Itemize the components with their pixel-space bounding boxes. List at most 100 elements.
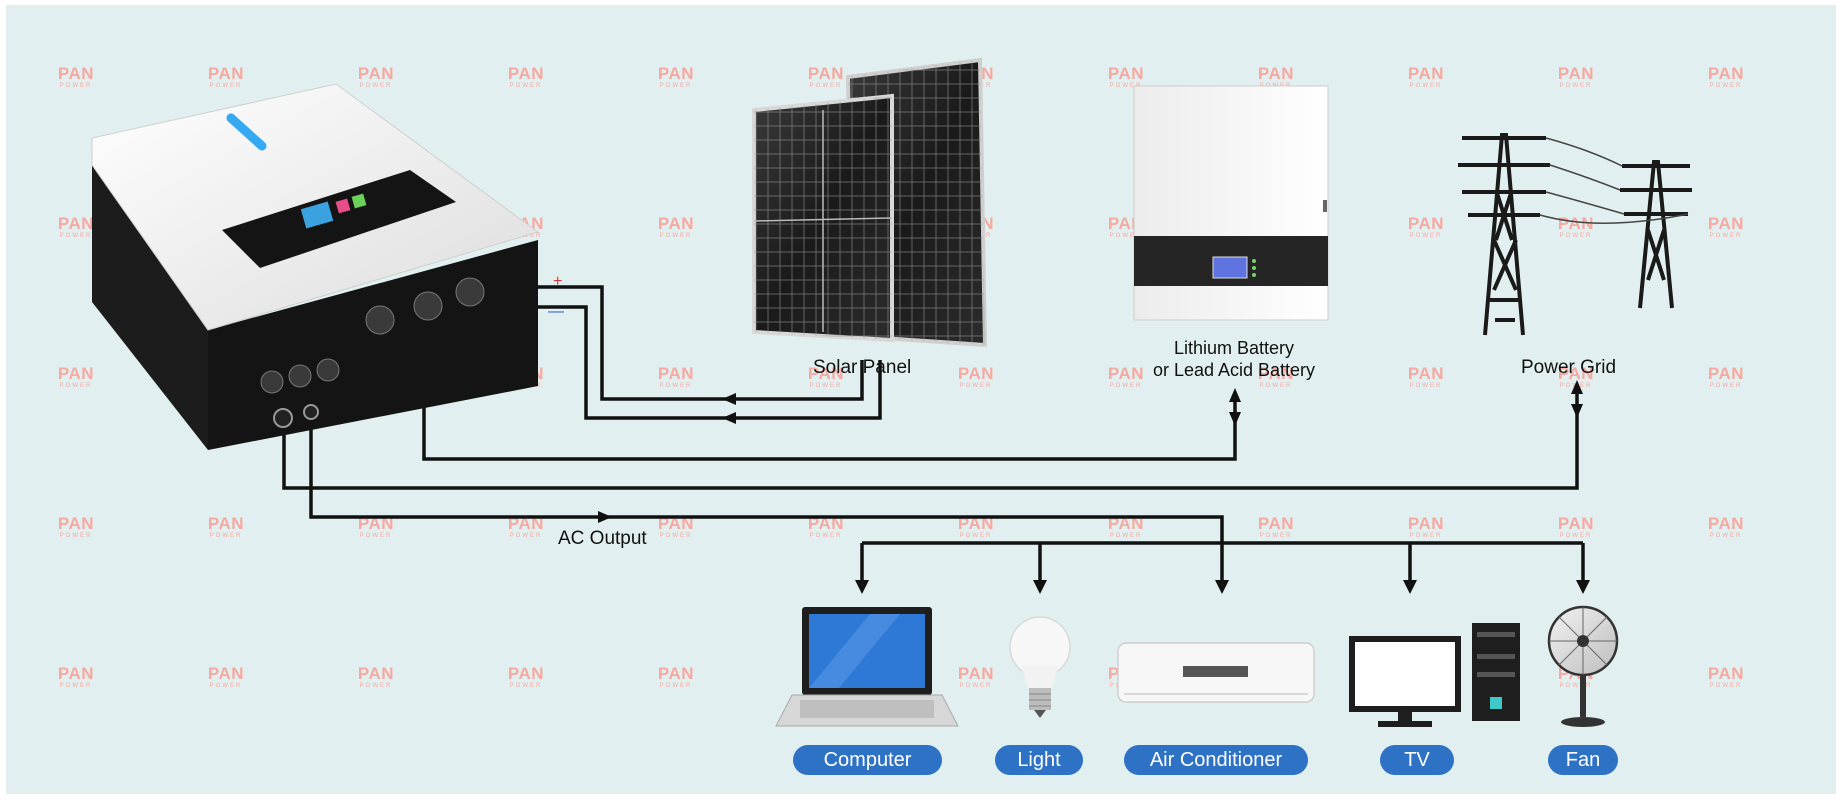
computer-pill-label: Computer <box>823 749 912 771</box>
watermark-brand: PAN <box>57 364 95 383</box>
inverter-icon <box>91 83 540 450</box>
grid-wire <box>282 392 1579 490</box>
watermark-brand: PAN <box>1707 364 1745 383</box>
watermark-brand: PAN <box>1107 514 1145 533</box>
watermark-sub: POWER <box>1109 83 1143 89</box>
watermark-sub: POWER <box>959 383 993 389</box>
light-icon <box>1009 616 1071 718</box>
watermark-brand: PAN <box>1707 64 1745 83</box>
watermark-sub: POWER <box>659 383 693 389</box>
watermark-brand: PAN <box>57 514 95 533</box>
watermark-brand: PAN <box>1557 214 1595 233</box>
watermark-brand: PAN <box>807 364 845 383</box>
watermark-sub: POWER <box>1409 233 1443 239</box>
watermark-sub: POWER <box>659 683 693 689</box>
light-pill: Light <box>995 745 1083 775</box>
watermark-sub: POWER <box>1259 533 1293 539</box>
watermark-sub: POWER <box>1709 83 1743 89</box>
watermark-sub: POWER <box>1559 683 1593 689</box>
air-conditioner-pill: Air Conditioner <box>1124 745 1308 775</box>
solar-panel-icon <box>752 57 988 348</box>
watermark-sub: POWER <box>509 683 543 689</box>
watermark-brand: PAN <box>57 664 95 683</box>
watermark-sub: POWER <box>659 533 693 539</box>
battery-wire <box>422 378 1237 461</box>
watermark-brand: PAN <box>57 214 95 233</box>
watermark-brand: PAN <box>507 664 545 683</box>
tv-pill: TV <box>1380 745 1454 775</box>
grid-arrow-down <box>1571 404 1583 418</box>
arrow-ac <box>1215 580 1229 594</box>
computer-icon <box>775 607 959 727</box>
solar-arrow-1 <box>722 393 736 405</box>
watermark-sub: POWER <box>209 83 243 89</box>
watermark-brand: PAN <box>207 664 245 683</box>
watermark-brand: PAN <box>1257 64 1295 83</box>
ac-output-wire <box>309 420 1224 586</box>
watermark-brand: PAN <box>1557 514 1595 533</box>
arrow-computer <box>855 580 869 594</box>
inverter-front <box>208 240 538 450</box>
watermark-brand: PAN <box>657 514 695 533</box>
watermark-sub: POWER <box>1559 233 1593 239</box>
solar-wire-negative <box>532 305 882 420</box>
watermark-brand: PAN <box>1107 64 1145 83</box>
watermark-sub: POWER <box>1709 533 1743 539</box>
watermark-sub: POWER <box>959 683 993 689</box>
inverter-display-bezel <box>222 170 456 268</box>
watermark-brand: PAN <box>357 64 395 83</box>
watermark-sub: POWER <box>1409 533 1443 539</box>
watermark-brand: PAN <box>657 664 695 683</box>
battery-label: Lithium Battery or Lead Acid Battery <box>1134 337 1334 381</box>
fan-icon <box>1547 605 1619 727</box>
watermark-brand: PAN <box>957 514 995 533</box>
watermark-sub: POWER <box>59 533 93 539</box>
watermark-brand: PAN <box>1107 364 1145 383</box>
watermark-brand: PAN <box>1557 64 1595 83</box>
watermark-sub: POWER <box>809 83 843 89</box>
watermark-sub: POWER <box>59 683 93 689</box>
fan-pill: Fan <box>1548 745 1618 775</box>
watermark-sub: POWER <box>1709 233 1743 239</box>
watermark-sub: POWER <box>1109 233 1143 239</box>
computer-pill: Computer <box>793 745 942 775</box>
watermark-sub: POWER <box>359 83 393 89</box>
watermark-sub: POWER <box>1409 383 1443 389</box>
watermark-sub: POWER <box>1559 533 1593 539</box>
arrow-tv <box>1403 580 1417 594</box>
watermark-sub: POWER <box>809 533 843 539</box>
watermark-brand: PAN <box>657 364 695 383</box>
arrow-fan <box>1576 580 1590 594</box>
watermark-brand: PAN <box>1407 214 1445 233</box>
watermark-sub: POWER <box>1409 83 1443 89</box>
watermark-brand: PAN <box>1407 64 1445 83</box>
watermark-brand: PAN <box>507 514 545 533</box>
watermark-brand: PAN <box>57 64 95 83</box>
watermark-brand: PAN <box>957 664 995 683</box>
